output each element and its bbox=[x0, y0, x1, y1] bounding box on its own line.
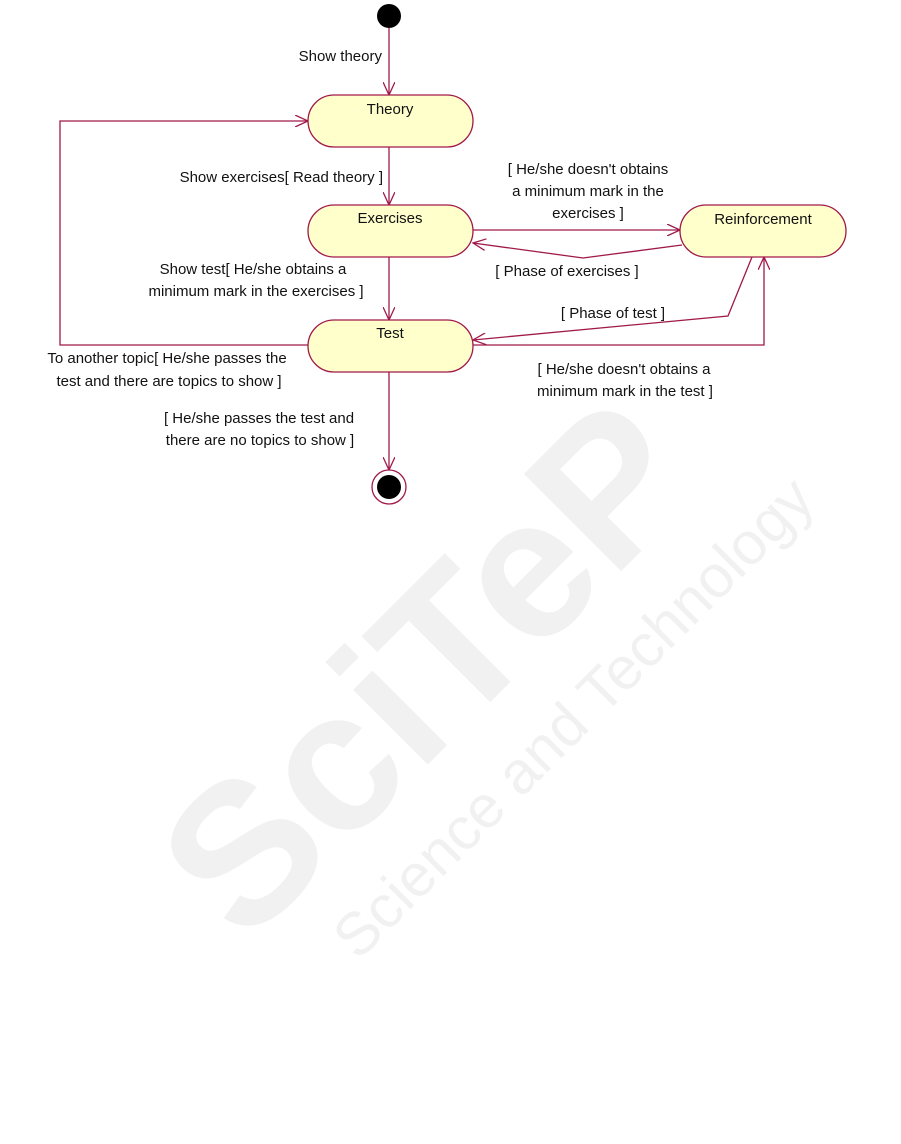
theory-label: Theory bbox=[367, 101, 414, 118]
label-phase-exercises: [ Phase of exercises ] bbox=[495, 263, 638, 280]
activity-reinforcement[interactable]: Reinforcement bbox=[679, 204, 847, 258]
test-label: Test bbox=[376, 325, 404, 342]
label-to-reinforcement-3: exercises ] bbox=[552, 205, 624, 222]
activity-theory[interactable]: Theory bbox=[307, 94, 474, 148]
activity-test[interactable]: Test bbox=[307, 319, 474, 373]
label-phase-test: [ Phase of test ] bbox=[561, 305, 665, 322]
label-show-test-1: Show test[ He/she obtains a bbox=[160, 261, 347, 278]
label-test-reinforcement-1: [ He/she doesn't obtains a bbox=[538, 361, 712, 378]
edge-reinforcement-exercises bbox=[473, 243, 683, 259]
label-end-1: [ He/she passes the test and bbox=[164, 410, 354, 427]
initial-node bbox=[377, 4, 401, 28]
label-show-theory: Show theory bbox=[299, 48, 383, 65]
exercises-label: Exercises bbox=[357, 210, 422, 227]
reinforcement-label: Reinforcement bbox=[714, 211, 812, 228]
label-to-reinforcement-1: [ He/she doesn't obtains bbox=[508, 161, 668, 178]
label-to-reinforcement-2: a minimum mark in the bbox=[512, 183, 664, 200]
label-show-exercises: Show exercises[ Read theory ] bbox=[180, 169, 383, 186]
final-node bbox=[371, 469, 407, 505]
activity-exercises[interactable]: Exercises bbox=[307, 204, 474, 258]
label-test-reinforcement-2: minimum mark in the test ] bbox=[537, 383, 713, 400]
label-show-test-2: minimum mark in the exercises ] bbox=[148, 283, 363, 300]
label-another-topic-1: To another topic[ He/she passes the bbox=[47, 350, 286, 367]
label-end-2: there are no topics to show ] bbox=[166, 432, 354, 449]
edge-test-theory-loop bbox=[59, 121, 308, 346]
label-another-topic-2: test and there are topics to show ] bbox=[56, 373, 281, 390]
edge-reinforcement-test bbox=[473, 256, 753, 340]
edge-test-reinforcement bbox=[473, 257, 764, 346]
